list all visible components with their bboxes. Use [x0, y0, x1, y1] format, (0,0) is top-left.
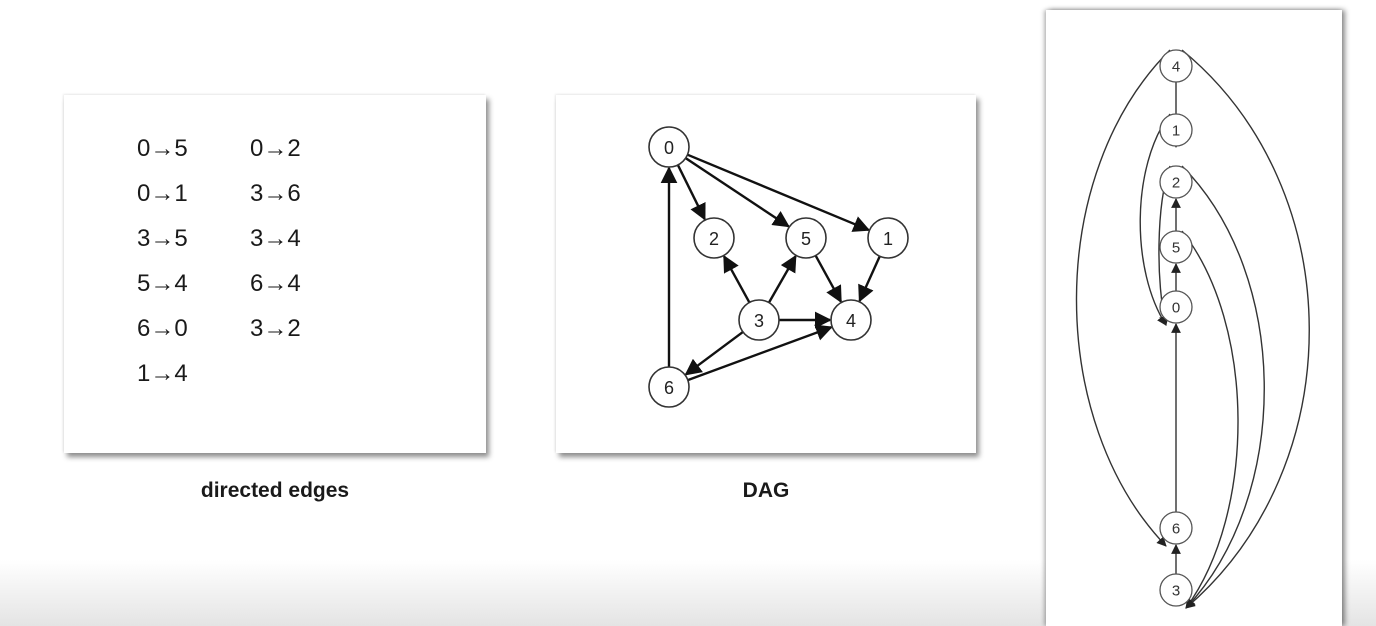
dag-vertex-6: 6: [648, 366, 690, 408]
dag-graph: 0 1 2 3 4 5 6: [648, 126, 909, 408]
dag-vertex-label: 0: [664, 138, 674, 158]
topological-order-graph: 4 1 2 5 0 6 3: [1075, 49, 1310, 609]
edge-item: 0→1: [137, 180, 188, 207]
dag-vertex-1: 1: [867, 217, 909, 259]
topo-vertex-0: 0: [1159, 290, 1193, 324]
dag-vertex-label: 5: [801, 229, 811, 249]
topo-vertex-1: 1: [1159, 113, 1193, 147]
dag-edge-1-4: [858, 255, 881, 303]
dag-edge-5-4: [814, 254, 842, 304]
topo-edge-4-6: [1075, 49, 1171, 547]
dag-vertex-label: 6: [664, 378, 674, 398]
edge-item: 0→5: [137, 135, 188, 162]
edge-list-column-1: 0→5 0→1 3→5 5→4 6→0 1→4: [137, 129, 188, 399]
topo-vertex-label: 1: [1172, 123, 1180, 140]
topo-vertex-label: 2: [1172, 175, 1180, 192]
dag-edge-0-5: [684, 157, 790, 228]
dag-vertex-2: 2: [693, 217, 735, 259]
dag-vertex-5: 5: [785, 217, 827, 259]
topo-vertex-label: 3: [1172, 583, 1180, 600]
topo-vertex-6: 6: [1159, 511, 1193, 545]
dag-edge-3-2: [723, 254, 751, 304]
edge-item: 1→4: [137, 360, 188, 387]
directed-edges-caption: directed edges: [200, 479, 350, 502]
dag-vertex-3: 3: [738, 299, 780, 341]
topo-vertex-label: 6: [1172, 521, 1180, 538]
dag-vertex-4: 4: [830, 299, 872, 341]
topological-order-panel: 4 1 2 5 0 6 3: [1046, 10, 1342, 626]
topo-edge-1-0: [1139, 113, 1171, 326]
directed-edges-panel: 0→5 0→1 3→5 5→4 6→0 1→4 0→2 3→6 3→4 6→4 …: [64, 95, 486, 453]
edge-item: 3→4: [250, 225, 301, 252]
dag-vertex-0: 0: [648, 126, 690, 168]
topo-vertex-label: 0: [1172, 300, 1180, 317]
dag-caption: DAG: [742, 479, 790, 502]
edge-item: 3→5: [137, 225, 188, 252]
dag-vertex-label: 4: [846, 311, 856, 331]
topo-vertex-3: 3: [1159, 573, 1193, 607]
topo-vertex-2: 2: [1159, 165, 1193, 199]
dag-edge-3-6: [684, 330, 744, 376]
edge-item: 6→0: [137, 315, 188, 342]
edge-item: 0→2: [250, 135, 301, 162]
dag-vertex-label: 1: [883, 229, 893, 249]
edge-item: 5→4: [137, 270, 188, 297]
edge-item: 6→4: [250, 270, 301, 297]
topo-edge-4-3: [1181, 49, 1310, 609]
topo-vertex-label: 4: [1172, 59, 1180, 76]
dag-edge-6-4: [687, 324, 833, 382]
dag-edge-0-2: [676, 164, 706, 221]
dag-panel: 0 1 2 3 4 5 6: [556, 95, 976, 453]
topo-vertex-4: 4: [1159, 49, 1193, 83]
topo-vertex-label: 5: [1172, 240, 1180, 257]
dag-vertex-label: 2: [709, 229, 719, 249]
topo-edge-2-3: [1181, 165, 1265, 609]
edge-item: 3→6: [250, 180, 301, 207]
dag-edge-3-5: [767, 254, 797, 304]
dag-edge-0-1: [687, 153, 871, 232]
topo-edge-5-3: [1181, 230, 1239, 609]
edge-item: 3→2: [250, 315, 301, 342]
topo-vertex-5: 5: [1159, 230, 1193, 264]
edge-list-column-2: 0→2 3→6 3→4 6→4 3→2: [250, 129, 301, 354]
dag-vertex-label: 3: [754, 311, 764, 331]
